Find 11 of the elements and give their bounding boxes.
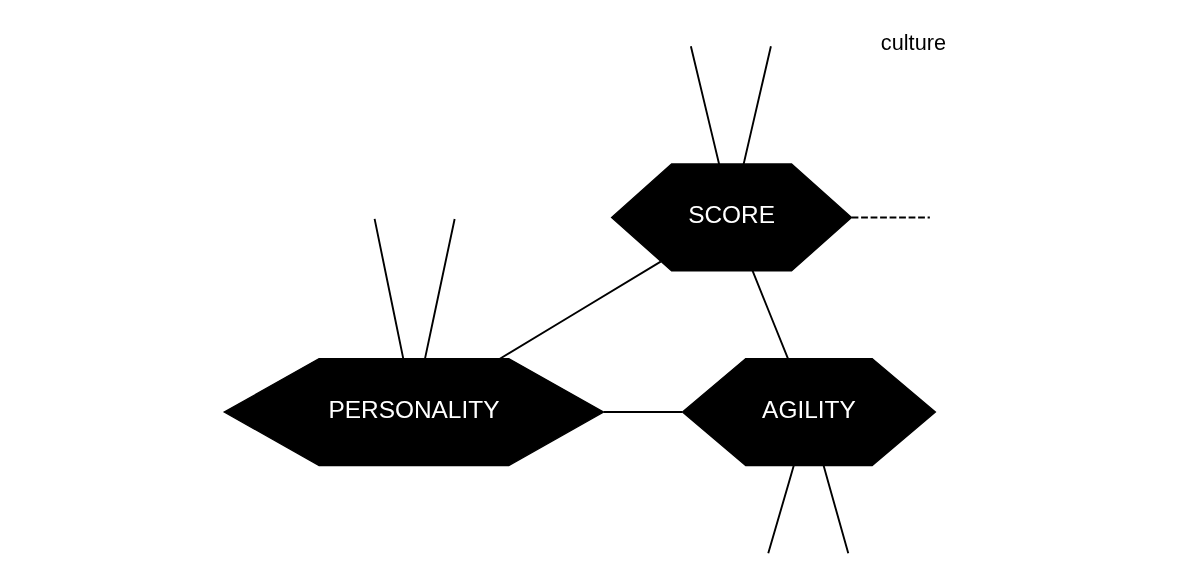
connector [822, 464, 849, 555]
connector [742, 45, 772, 166]
connector [689, 45, 720, 166]
connector [850, 216, 931, 219]
connector [423, 218, 456, 360]
connector [498, 260, 662, 360]
connector [751, 269, 789, 360]
label: culture [880, 29, 946, 55]
connector [766, 464, 795, 555]
connector [602, 411, 683, 413]
connector [373, 218, 404, 360]
